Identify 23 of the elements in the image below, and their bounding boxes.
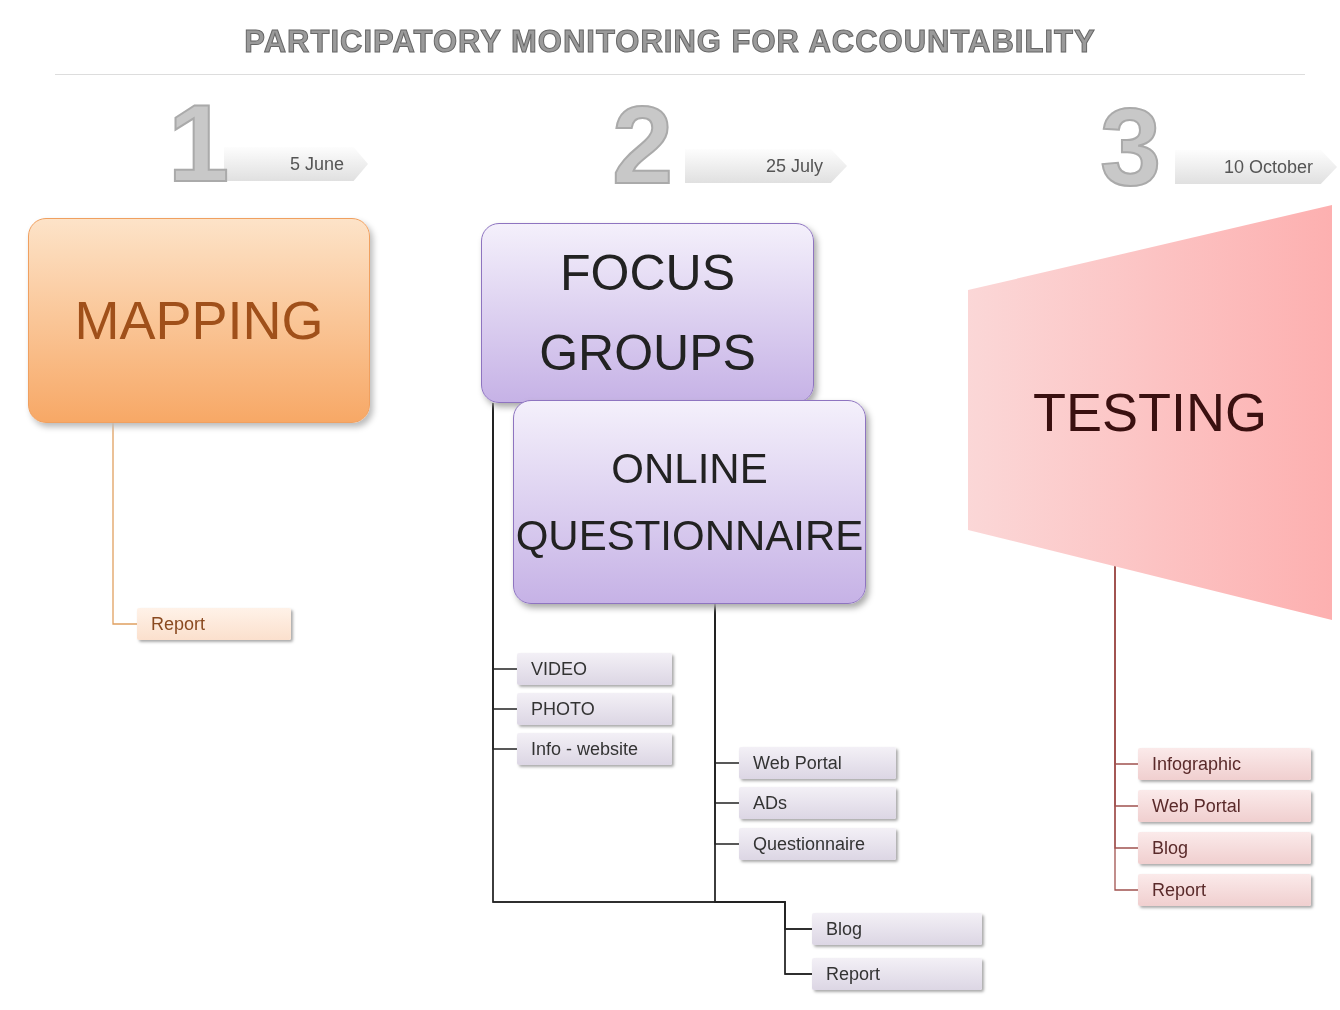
output-item: Blog (1138, 832, 1311, 864)
connector-line (112, 422, 138, 625)
output-item: VIDEO (517, 653, 672, 685)
step-number: 2 (612, 90, 674, 200)
output-item: Web Portal (1138, 790, 1311, 822)
output-item: Infographic (1138, 748, 1311, 780)
output-item: Report (137, 608, 291, 640)
output-item: Info - website (517, 733, 672, 765)
stage-box: FOCUS GROUPS (481, 223, 814, 403)
stage-box: ONLINE QUESTIONNAIRE (513, 400, 866, 604)
stage-box: TESTING (968, 205, 1332, 620)
output-item: PHOTO (517, 693, 672, 725)
step-number: 3 (1100, 92, 1162, 202)
output-item: Web Portal (739, 747, 896, 779)
output-item: Questionnaire (739, 828, 896, 860)
stage-box: MAPPING (28, 218, 370, 423)
output-item: ADs (739, 787, 896, 819)
diagram-title: PARTICIPATORY MONITORING FOR ACCOUNTABILITY (243, 24, 1097, 60)
output-item: Report (812, 958, 982, 990)
output-item: Report (1138, 874, 1311, 906)
output-item: Blog (812, 913, 982, 945)
date-tag: 10 October (1175, 150, 1337, 184)
date-tag: 25 July (685, 149, 847, 183)
